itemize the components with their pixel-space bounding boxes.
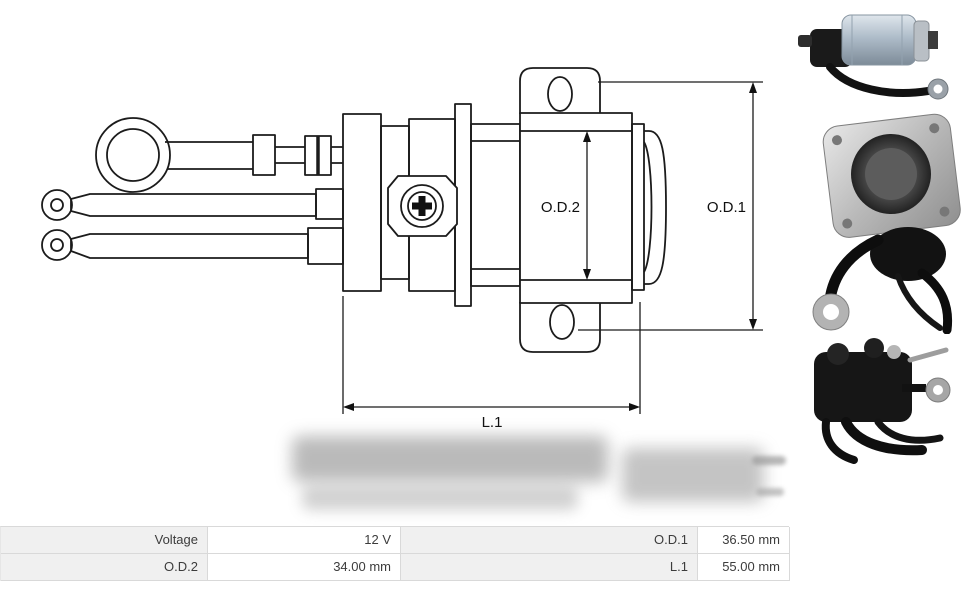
mounting-bracket <box>519 67 601 353</box>
eyelet-lead-upper <box>41 188 344 221</box>
eyelet-lead-lower <box>41 227 344 265</box>
watermark-blur-3 <box>622 448 764 502</box>
spec-label-voltage: Voltage <box>1 527 208 554</box>
photo-2-image <box>812 113 961 335</box>
spec-label-od1: O.D.1 <box>401 527 698 554</box>
solenoid-line-drawing: O.D.2 O.D.1 L.1 <box>41 67 763 431</box>
watermark-blur-2 <box>302 486 578 510</box>
watermark-blur-4 <box>752 456 786 465</box>
technical-drawing: O.D.2 O.D.1 L.1 <box>41 67 786 510</box>
spec-value-od1: 36.50 mm <box>698 527 790 554</box>
dimension-arrowheads <box>343 82 757 411</box>
product-photo-2[interactable] <box>790 108 976 335</box>
spec-label-l1: L.1 <box>401 554 698 581</box>
watermark-blur-1 <box>292 436 608 482</box>
product-photo-1[interactable] <box>790 5 976 105</box>
spec-value-voltage: 12 V <box>208 527 401 554</box>
photo-3-image <box>814 338 951 464</box>
eyelet-terminal-large <box>95 117 343 193</box>
spec-value-l1: 55.00 mm <box>698 554 790 581</box>
dim-label-l1: L.1 <box>482 414 503 431</box>
spec-value-od2: 34.00 mm <box>208 554 401 581</box>
dim-label-od1: O.D.1 <box>707 199 746 216</box>
dimension-lines <box>342 81 763 414</box>
spec-table: Voltage 12 V O.D.1 36.50 mm O.D.2 34.00 … <box>0 526 790 581</box>
product-photo-3[interactable] <box>790 338 976 468</box>
phillips-slot-icon <box>412 196 432 216</box>
dim-label-od2: O.D.2 <box>541 199 580 216</box>
watermark-blur-5 <box>756 488 784 496</box>
product-photos <box>790 0 976 525</box>
photo-1-image <box>798 14 949 100</box>
solenoid-cylinder <box>519 112 667 304</box>
spec-label-od2: O.D.2 <box>1 554 208 581</box>
